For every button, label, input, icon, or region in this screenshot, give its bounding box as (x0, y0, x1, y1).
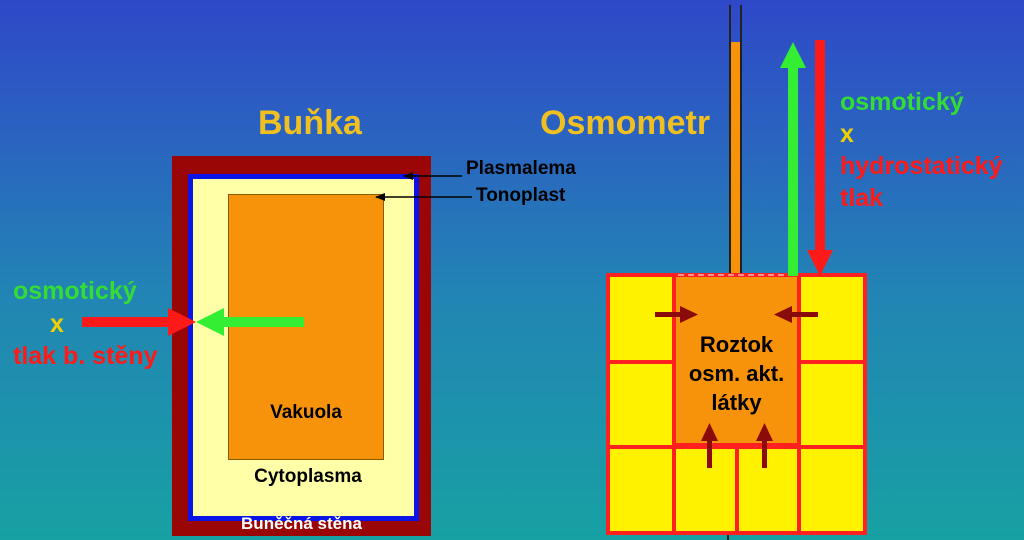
solution-label-line2: osm. akt. (688, 361, 785, 386)
inner-arrow-left (655, 306, 698, 323)
inner-arrow-up-right (756, 423, 773, 468)
left-wall-pressure-label: tlak b. stěny (13, 342, 158, 370)
wall-pressure-arrow (82, 308, 196, 336)
inner-arrow-right (774, 306, 818, 323)
left-x-label: x (50, 310, 64, 338)
inner-arrow-up-left (701, 423, 718, 468)
osmotic-arrow-up (780, 42, 806, 276)
cytoplasm-label: Cytoplasma (254, 466, 362, 487)
solution-label: Roztok osm. akt. látky (674, 330, 799, 417)
tube-liquid (731, 42, 740, 277)
hydrostatic-arrow-down (807, 40, 833, 276)
cell-title: Buňka (258, 104, 362, 142)
right-x-label: x (840, 120, 854, 148)
osmotic-arrow-left (196, 308, 304, 336)
right-pressure-label: tlak (840, 184, 884, 212)
osmometer-title: Osmometr (540, 104, 711, 142)
osmometer-vessel (606, 273, 867, 535)
solution-label-line3: látky (711, 390, 762, 415)
vacuole-label: Vakuola (270, 402, 342, 423)
tonoplast-label: Tonoplast (476, 185, 566, 206)
plasmalema-label: Plasmalema (466, 158, 576, 179)
right-hydrostatic-label: hydrostatický (840, 152, 1003, 180)
osmometer-tube (729, 5, 742, 277)
cell-wall-label: Buněčná stěna (241, 514, 362, 533)
right-osmotic-label: osmotický (840, 88, 964, 116)
left-osmotic-label: osmotický (13, 277, 137, 305)
solution-label-line1: Roztok (699, 332, 774, 357)
